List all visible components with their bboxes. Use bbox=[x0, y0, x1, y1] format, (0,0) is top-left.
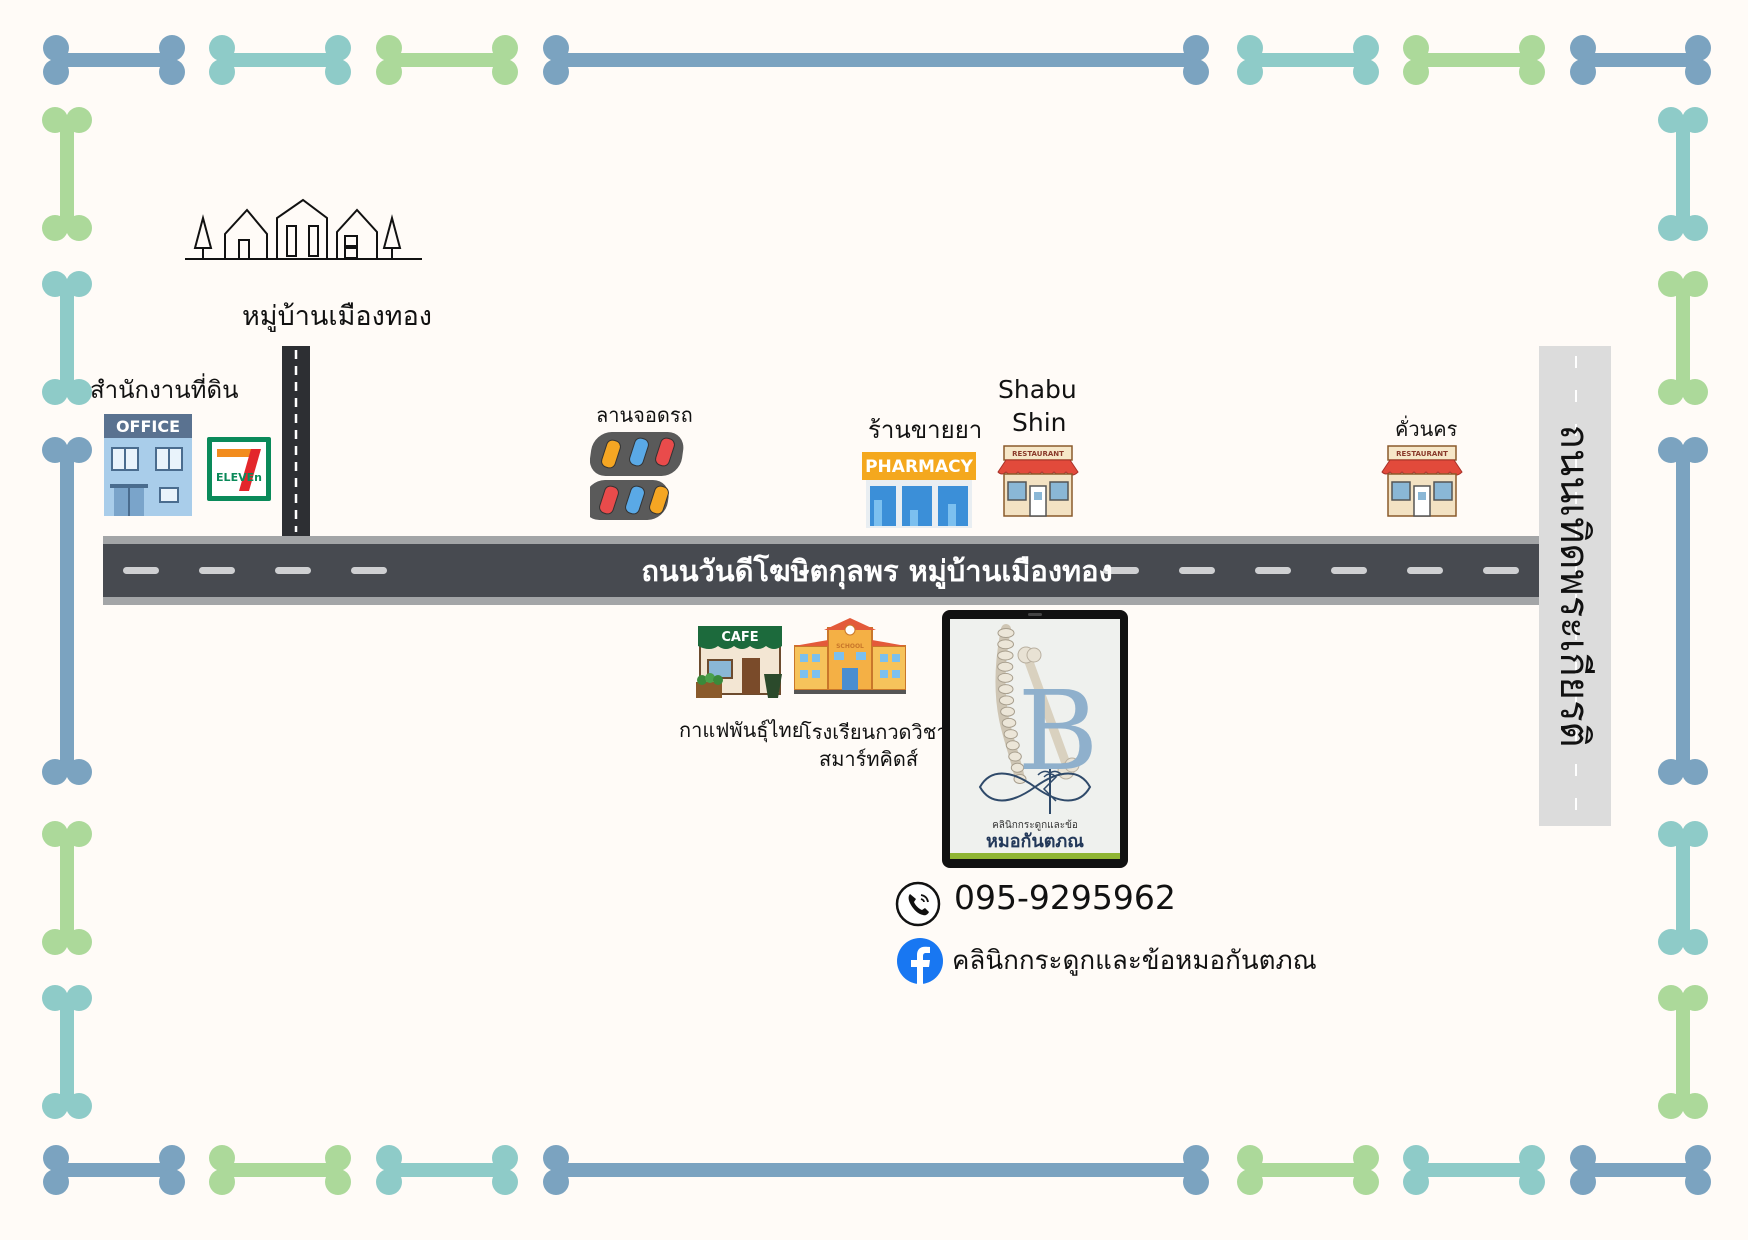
restaurant-shabu-icon: RESTAURANT bbox=[997, 445, 1079, 517]
svg-text:CAFE: CAFE bbox=[721, 630, 758, 645]
bone-decoration bbox=[543, 35, 1209, 85]
bone-decoration bbox=[1403, 35, 1545, 85]
lane-marking bbox=[275, 567, 311, 574]
bone-decoration bbox=[543, 1145, 1209, 1195]
lane-marking bbox=[1331, 567, 1367, 574]
shabu-label-line2: Shin bbox=[1012, 408, 1067, 437]
restaurant-right-label: คั่วนคร bbox=[1395, 417, 1458, 441]
clinic-tablet: B คลินิกกระดูกและข้อ หมอกันตภณ bbox=[942, 610, 1128, 868]
bone-decoration bbox=[376, 35, 518, 85]
bone-decoration bbox=[1658, 107, 1708, 241]
shabu-label-line1: Shabu bbox=[998, 375, 1077, 404]
svg-text:OFFICE: OFFICE bbox=[116, 417, 180, 436]
lane-marking bbox=[1407, 567, 1443, 574]
phone-icon bbox=[895, 881, 941, 927]
lane-marking bbox=[1179, 567, 1215, 574]
pharmacy-store-icon: PHARMACY bbox=[862, 452, 976, 528]
lane-marking bbox=[1483, 567, 1519, 574]
bone-decoration bbox=[1658, 437, 1708, 785]
bone-decoration bbox=[1570, 1145, 1711, 1195]
bone-decoration bbox=[1658, 271, 1708, 405]
bone-decoration bbox=[1403, 1145, 1545, 1195]
side-road: ถนนเทิดพระเกียรติ bbox=[1539, 346, 1611, 826]
bone-decoration bbox=[43, 1145, 185, 1195]
village-label: หมู่บ้านเมืองทอง bbox=[242, 301, 432, 332]
village-houses-icon bbox=[185, 198, 422, 260]
bone-decoration bbox=[42, 271, 92, 405]
lane-marking bbox=[1255, 567, 1291, 574]
clinic-logo-letter: B bbox=[1018, 667, 1099, 795]
office-building-icon: OFFICE bbox=[104, 414, 192, 516]
village-entry-road bbox=[282, 346, 310, 536]
seven-eleven-logo-icon: ELEVEn bbox=[207, 437, 271, 501]
bone-decoration bbox=[1237, 1145, 1379, 1195]
bone-decoration bbox=[42, 821, 92, 955]
svg-text:ELEVEn: ELEVEn bbox=[216, 471, 262, 484]
lane-marking bbox=[1103, 567, 1139, 574]
cafe-label: กาแฟพันธุ์ไทย bbox=[679, 718, 804, 742]
bone-decoration bbox=[42, 437, 92, 785]
land-office-label: สำนักงานที่ดิน bbox=[90, 376, 239, 404]
facebook-icon bbox=[897, 938, 943, 985]
svg-text:RESTAURANT: RESTAURANT bbox=[1012, 450, 1064, 458]
bone-decoration bbox=[42, 107, 92, 241]
bone-decoration bbox=[209, 35, 351, 85]
bone-decoration bbox=[376, 1145, 518, 1195]
clinic-poster: B คลินิกกระดูกและข้อ หมอกันตภณ bbox=[950, 619, 1120, 859]
lane-marking bbox=[351, 567, 387, 574]
lane-marking bbox=[199, 567, 235, 574]
school-building-icon: SCHOOL bbox=[794, 618, 906, 694]
clinic-name: หมอกันตภณ bbox=[986, 831, 1084, 852]
bone-decoration bbox=[1658, 985, 1708, 1119]
restaurant-right-icon: RESTAURANT bbox=[1381, 445, 1463, 517]
main-road: ถนนวันดีโฆษิตกุลพร หมู่บ้านเมืองทอง bbox=[103, 536, 1539, 605]
bone-decoration bbox=[1570, 35, 1711, 85]
spine-bone-icon: B คลินิกกระดูกและข้อ หมอกันตภณ bbox=[950, 624, 1120, 859]
bone-decoration bbox=[1658, 821, 1708, 955]
bone-decoration bbox=[209, 1145, 351, 1195]
parking-label: ลานจอดรถ bbox=[596, 403, 693, 427]
pharmacy-label: ร้านขายยา bbox=[868, 416, 983, 444]
bone-decoration bbox=[1237, 35, 1379, 85]
lane-marking bbox=[123, 567, 159, 574]
svg-text:RESTAURANT: RESTAURANT bbox=[1396, 450, 1448, 458]
side-road-name: ถนนเทิดพระเกียรติ bbox=[1551, 424, 1597, 748]
cafe-shop-icon: CAFE bbox=[696, 626, 782, 698]
bone-decoration bbox=[42, 985, 92, 1119]
facebook-page-name: คลินิกกระดูกและข้อหมอกันตภณ bbox=[952, 946, 1317, 976]
main-road-name: ถนนวันดีโฆษิตกุลพร หมู่บ้านเมืองทอง bbox=[641, 553, 1113, 588]
svg-text:PHARMACY: PHARMACY bbox=[865, 457, 973, 477]
school-label-line2: สมาร์ทคิดส์ bbox=[819, 747, 919, 771]
school-label-line1: โรงเรียนกวดวิชา bbox=[801, 720, 948, 744]
parking-lot-icon bbox=[590, 432, 684, 520]
phone-number: 095-9295962 bbox=[954, 878, 1176, 917]
svg-text:SCHOOL: SCHOOL bbox=[836, 643, 864, 650]
bone-decoration bbox=[43, 35, 185, 85]
clinic-subtitle: คลินิกกระดูกและข้อ bbox=[992, 819, 1078, 831]
